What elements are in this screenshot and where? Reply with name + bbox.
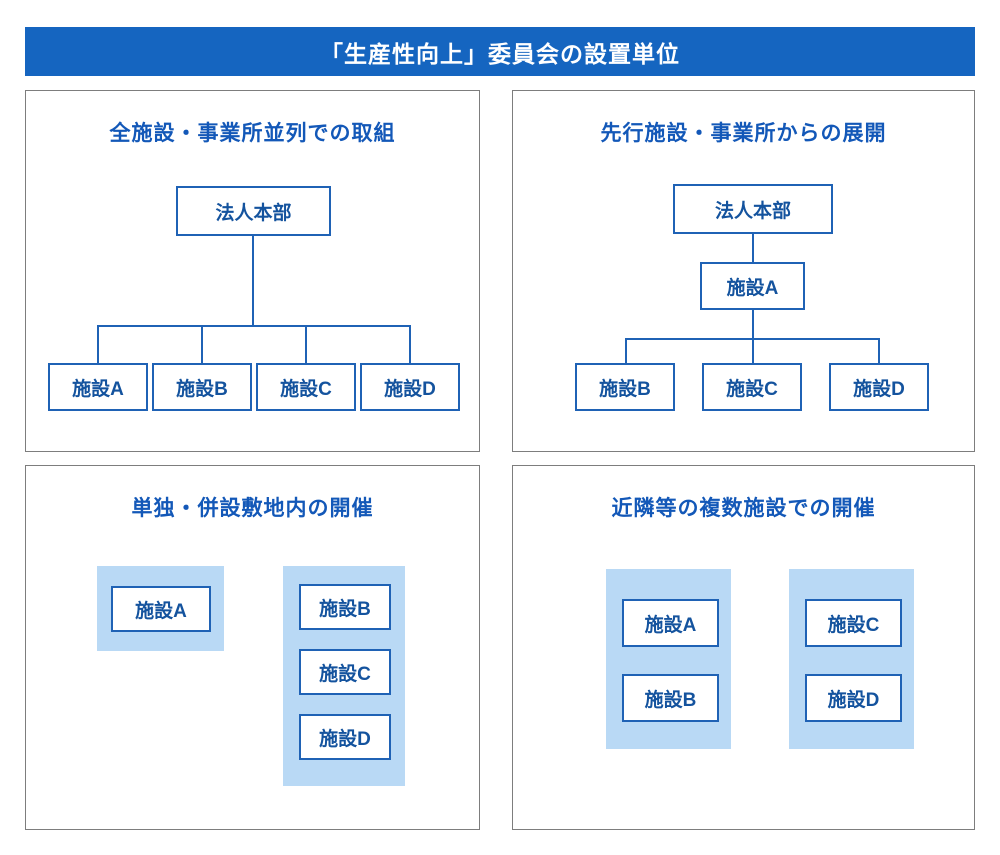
panel-single-or-colocated: 単独・併設敷地内の開催 施設A 施設B 施設C 施設D xyxy=(25,465,480,830)
node-site-d[interactable]: 施設D xyxy=(805,674,902,722)
connector-bus xyxy=(98,325,410,327)
node-site-b[interactable]: 施設B xyxy=(622,674,719,722)
node-site-c[interactable]: 施設C xyxy=(702,363,802,411)
panel-multiple-nearby-sites: 近隣等の複数施設での開催 施設A 施設B 施設C 施設D xyxy=(512,465,975,830)
node-site-d[interactable]: 施設D xyxy=(829,363,929,411)
panel-parallel-all-sites: 全施設・事業所並列での取組 法人本部 施設A 施設B 施設C 施設D xyxy=(25,90,480,452)
connector-drop-a xyxy=(97,325,99,363)
node-site-d[interactable]: 施設D xyxy=(360,363,460,411)
node-site-a[interactable]: 施設A xyxy=(48,363,148,411)
page-title-banner: 「生産性向上」委員会の設置単位 xyxy=(25,27,975,76)
node-site-c[interactable]: 施設C xyxy=(256,363,356,411)
connector-drop-d xyxy=(878,338,880,363)
node-headquarters[interactable]: 法人本部 xyxy=(673,184,833,234)
node-site-d[interactable]: 施設D xyxy=(299,714,391,760)
site-group-1: 施設A xyxy=(97,566,224,651)
connector-root-to-lead xyxy=(752,234,754,262)
node-site-c[interactable]: 施設C xyxy=(805,599,902,647)
node-site-b[interactable]: 施設B xyxy=(152,363,252,411)
node-site-a[interactable]: 施設A xyxy=(622,599,719,647)
panel-lead-site-rollout: 先行施設・事業所からの展開 法人本部 施設A 施設B 施設C 施設D xyxy=(512,90,975,452)
node-headquarters[interactable]: 法人本部 xyxy=(176,186,331,236)
node-lead-site-a[interactable]: 施設A xyxy=(700,262,805,310)
panel-2-title: 先行施設・事業所からの展開 xyxy=(600,122,887,145)
node-site-c[interactable]: 施設C xyxy=(299,649,391,695)
page-title: 「生産性向上」委員会の設置単位 xyxy=(320,40,680,67)
site-group-1: 施設A 施設B xyxy=(606,569,731,749)
panel-3-title: 単独・併設敷地内の開催 xyxy=(131,497,374,520)
panel-1-title: 全施設・事業所並列での取組 xyxy=(109,122,396,145)
site-group-2: 施設C 施設D xyxy=(789,569,914,749)
connector-root-drop xyxy=(252,236,254,326)
connector-drop-d xyxy=(409,325,411,363)
connector-drop-c xyxy=(305,325,307,363)
node-site-b[interactable]: 施設B xyxy=(575,363,675,411)
node-site-a[interactable]: 施設A xyxy=(111,586,211,632)
panel-4-title: 近隣等の複数施設での開催 xyxy=(611,497,876,520)
connector-drop-b xyxy=(625,338,627,363)
connector-drop-c xyxy=(752,338,754,363)
site-group-2: 施設B 施設C 施設D xyxy=(283,566,405,786)
connector-lead-drop xyxy=(752,310,754,339)
node-site-b[interactable]: 施設B xyxy=(299,584,391,630)
connector-drop-b xyxy=(201,325,203,363)
